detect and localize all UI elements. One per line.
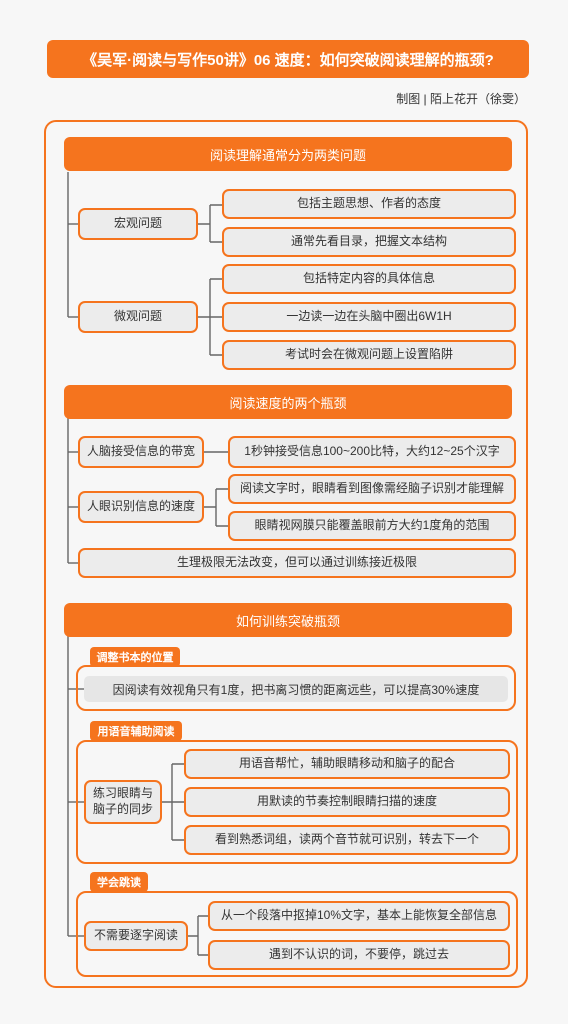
skim-item-2: 遇到不认识的词，不要停，跳过去 [208,940,510,970]
page-title: 《吴军·阅读与写作50讲》06 速度：如何突破阅读理解的瓶颈? [47,40,529,78]
micro-item-3: 考试时会在微观问题上设置陷阱 [222,340,516,370]
credit-text: 制图 | 陌上花开（徐雯） [396,92,526,106]
macro-item-1: 包括主题思想、作者的态度 [222,189,516,219]
eye-recognition-item-2: 眼睛视网膜只能覆盖眼前方大约1度角的范围 [228,511,516,541]
macro-question-node: 宏观问题 [78,208,198,240]
eye-recognition-node: 人眼识别信息的速度 [78,491,204,523]
no-word-by-word-node: 不需要逐字阅读 [84,921,188,951]
section-header-training: 如何训练突破瓶颈 [64,603,512,637]
section-header-reading-types: 阅读理解通常分为两类问题 [64,137,512,171]
group-skim-reading [76,891,518,977]
brain-bandwidth-item: 1秒钟接受信息100~200比特，大约12~25个汉字 [228,436,516,468]
voice-item-3: 看到熟悉词组，读两个音节就可识别，转去下一个 [184,825,510,855]
section-header-speed-bottlenecks: 阅读速度的两个瓶颈 [64,385,512,419]
group-voice-assist [76,740,518,864]
tag-book-position: 调整书本的位置 [90,647,180,667]
micro-question-node: 微观问题 [78,301,198,333]
eye-recognition-item-1: 阅读文字时，眼睛看到图像需经脑子识别才能理解 [228,474,516,504]
tag-voice-assist: 用语音辅助阅读 [90,721,182,741]
group-book-position [76,665,516,711]
brain-bandwidth-node: 人脑接受信息的带宽 [78,436,204,468]
micro-item-2: 一边读一边在头脑中圈出6W1H [222,302,516,332]
physiological-limit-node: 生理极限无法改变，但可以通过训练接近极限 [78,548,516,578]
micro-item-1: 包括特定内容的具体信息 [222,264,516,294]
voice-item-1: 用语音帮忙，辅助眼睛移动和脑子的配合 [184,749,510,779]
eye-brain-sync-node: 练习眼睛与 脑子的同步 [84,780,162,824]
skim-item-1: 从一个段落中抠掉10%文字，基本上能恢复全部信息 [208,901,510,931]
book-position-text: 因阅读有效视角只有1度，把书离习惯的距离远些，可以提高30%速度 [84,676,508,702]
voice-item-2: 用默读的节奏控制眼睛扫描的速度 [184,787,510,817]
macro-item-2: 通常先看目录，把握文本结构 [222,227,516,257]
tag-skim-reading: 学会跳读 [90,872,148,892]
